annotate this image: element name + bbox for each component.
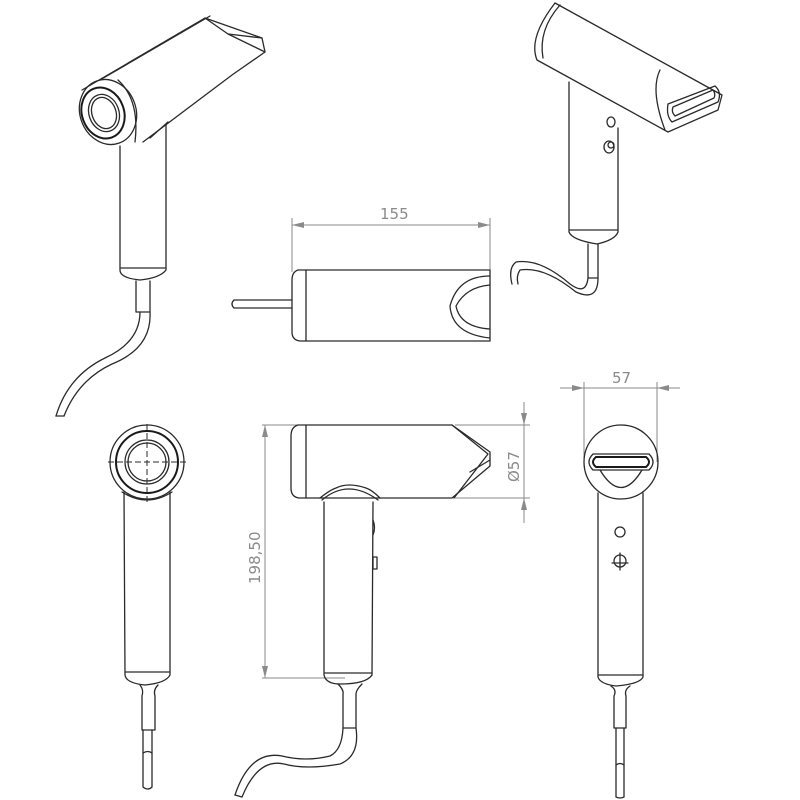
front-view: 57: [560, 369, 680, 799]
rear-view: [108, 424, 186, 790]
dim-length-label: 155: [380, 205, 409, 223]
dim-width-label: 57: [612, 369, 631, 387]
iso-view-rear: [55, 15, 266, 417]
iso-view-front: [510, 2, 723, 296]
dim-height-label: 198,50: [246, 532, 264, 585]
top-view: 155: [231, 205, 491, 342]
side-view: 198,50 Ø57: [234, 402, 530, 798]
dim-diameter-label: Ø57: [505, 451, 523, 482]
